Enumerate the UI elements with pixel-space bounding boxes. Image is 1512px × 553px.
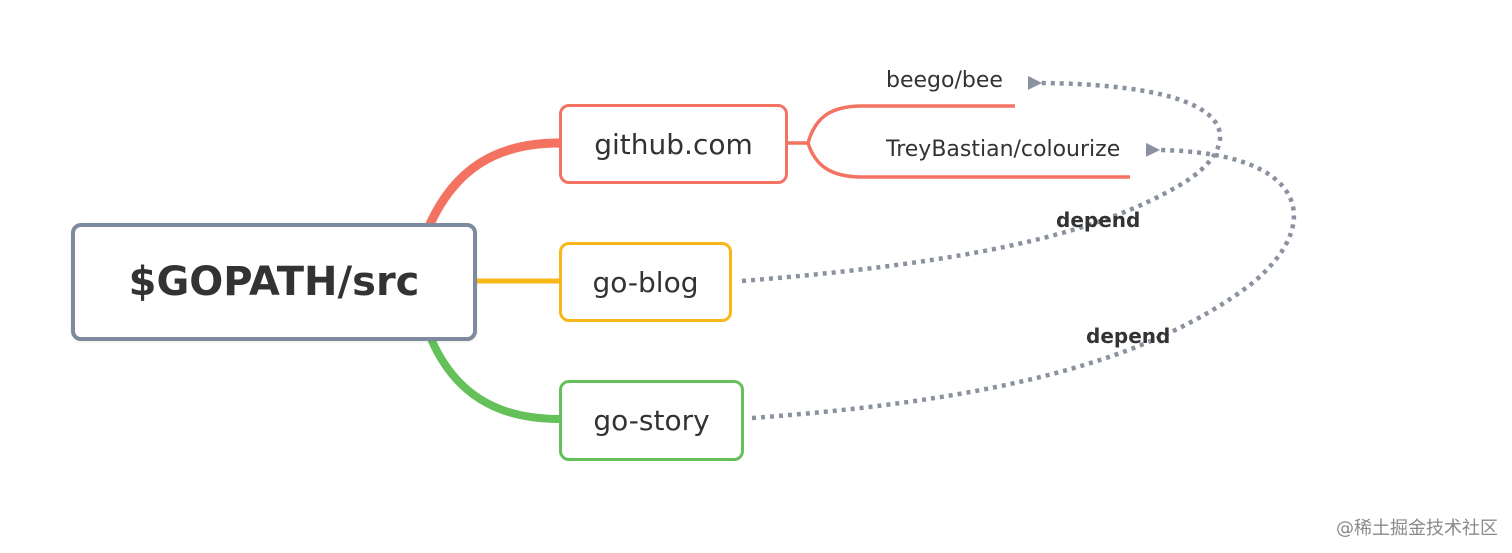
branch-node-go-story[interactable]: go-story — [559, 380, 744, 461]
leaf-node-colourize[interactable]: TreyBastian/colourize — [886, 137, 1121, 162]
root-node[interactable]: $GOPATH/src — [71, 223, 477, 341]
relation-story-colourize — [751, 142, 1297, 421]
connector-github-colourize — [806, 142, 1130, 179]
relation-label-depend[interactable]: depend — [1086, 324, 1171, 348]
connector-github-beego — [806, 104, 1015, 144]
connector-root-story — [428, 337, 563, 423]
watermark: @稀土掘金技术社区 — [1336, 518, 1498, 539]
leaf-node-beego-bee[interactable]: beego/bee — [886, 68, 1003, 93]
relation-blog-beego — [741, 75, 1223, 284]
relation-label-depend[interactable]: depend — [1056, 208, 1141, 232]
branch-node-github[interactable]: github.com — [559, 104, 788, 184]
connector-root-github — [425, 138, 564, 229]
branch-node-go-blog[interactable]: go-blog — [559, 242, 732, 322]
